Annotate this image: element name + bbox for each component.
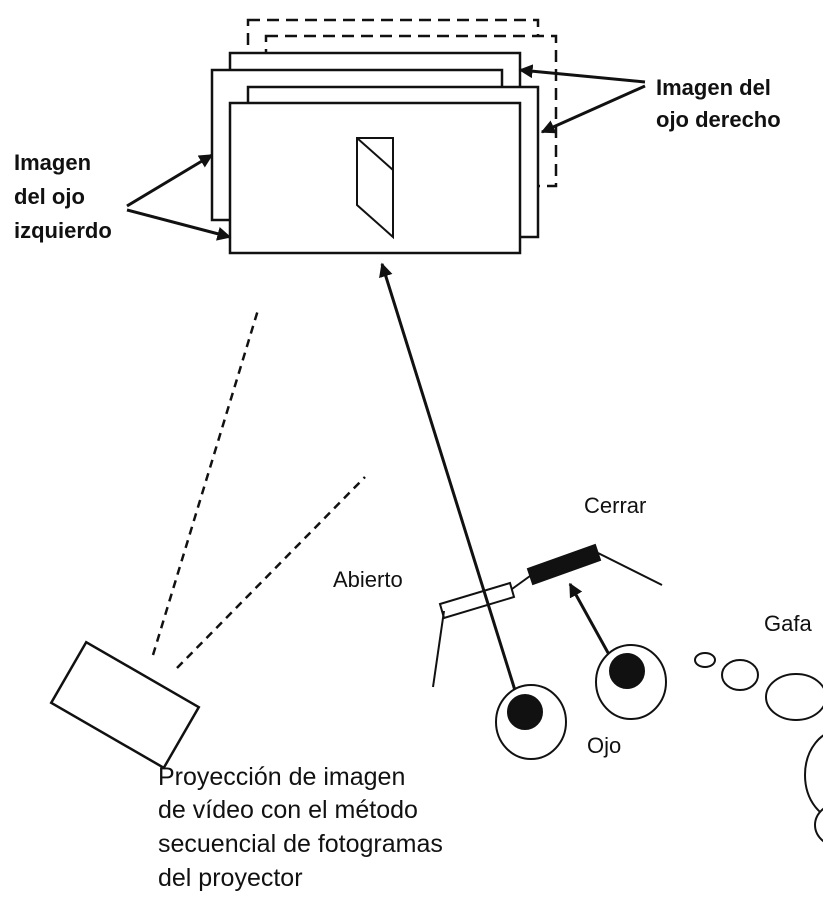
sight-line-arrow	[379, 262, 520, 701]
left-eye-image-label-line2: del ojo	[14, 184, 85, 209]
projector-label-line4: del proyector	[158, 864, 303, 892]
shutter-glasses	[432, 543, 663, 688]
label-arrows	[126, 64, 646, 241]
right-eye-image-label-line1: Imagen del	[656, 75, 771, 100]
closed-lens	[526, 543, 602, 586]
parallelogram-shape	[356, 137, 394, 240]
projector-box	[49, 640, 201, 770]
projector-beam	[151, 309, 366, 669]
close-label: Cerrar	[584, 493, 646, 518]
eye-label: Ojo	[587, 733, 621, 758]
right-eye-image-label-line2: ojo derecho	[656, 107, 781, 132]
right-eye	[595, 644, 667, 720]
left-eye-image-label-line3: izquierdo	[14, 218, 112, 243]
left-eye-arrow-1	[126, 153, 214, 208]
left-eye-arrow-2	[126, 208, 232, 241]
right-temple	[597, 552, 663, 586]
projector-label-line2: de vídeo con el método	[158, 796, 418, 824]
glasses-bridge	[511, 575, 531, 590]
projector-label-line3: secuencial de fotogramas	[158, 830, 443, 858]
left-temple	[432, 610, 445, 688]
right-eye-arrow-2	[540, 84, 646, 134]
right-eye-arrow-1	[518, 64, 646, 84]
open-label: Abierto	[333, 567, 403, 592]
glasses-label: Gafa	[764, 611, 812, 636]
thought-bubbles	[694, 652, 823, 843]
left-eye-image-label-line1: Imagen	[14, 150, 91, 175]
blocked-line-arrow	[568, 582, 614, 661]
left-eye	[495, 684, 567, 760]
open-lens	[438, 581, 516, 620]
eyes	[495, 644, 667, 760]
projector-label-line1: Proyección de imagen	[158, 763, 405, 791]
